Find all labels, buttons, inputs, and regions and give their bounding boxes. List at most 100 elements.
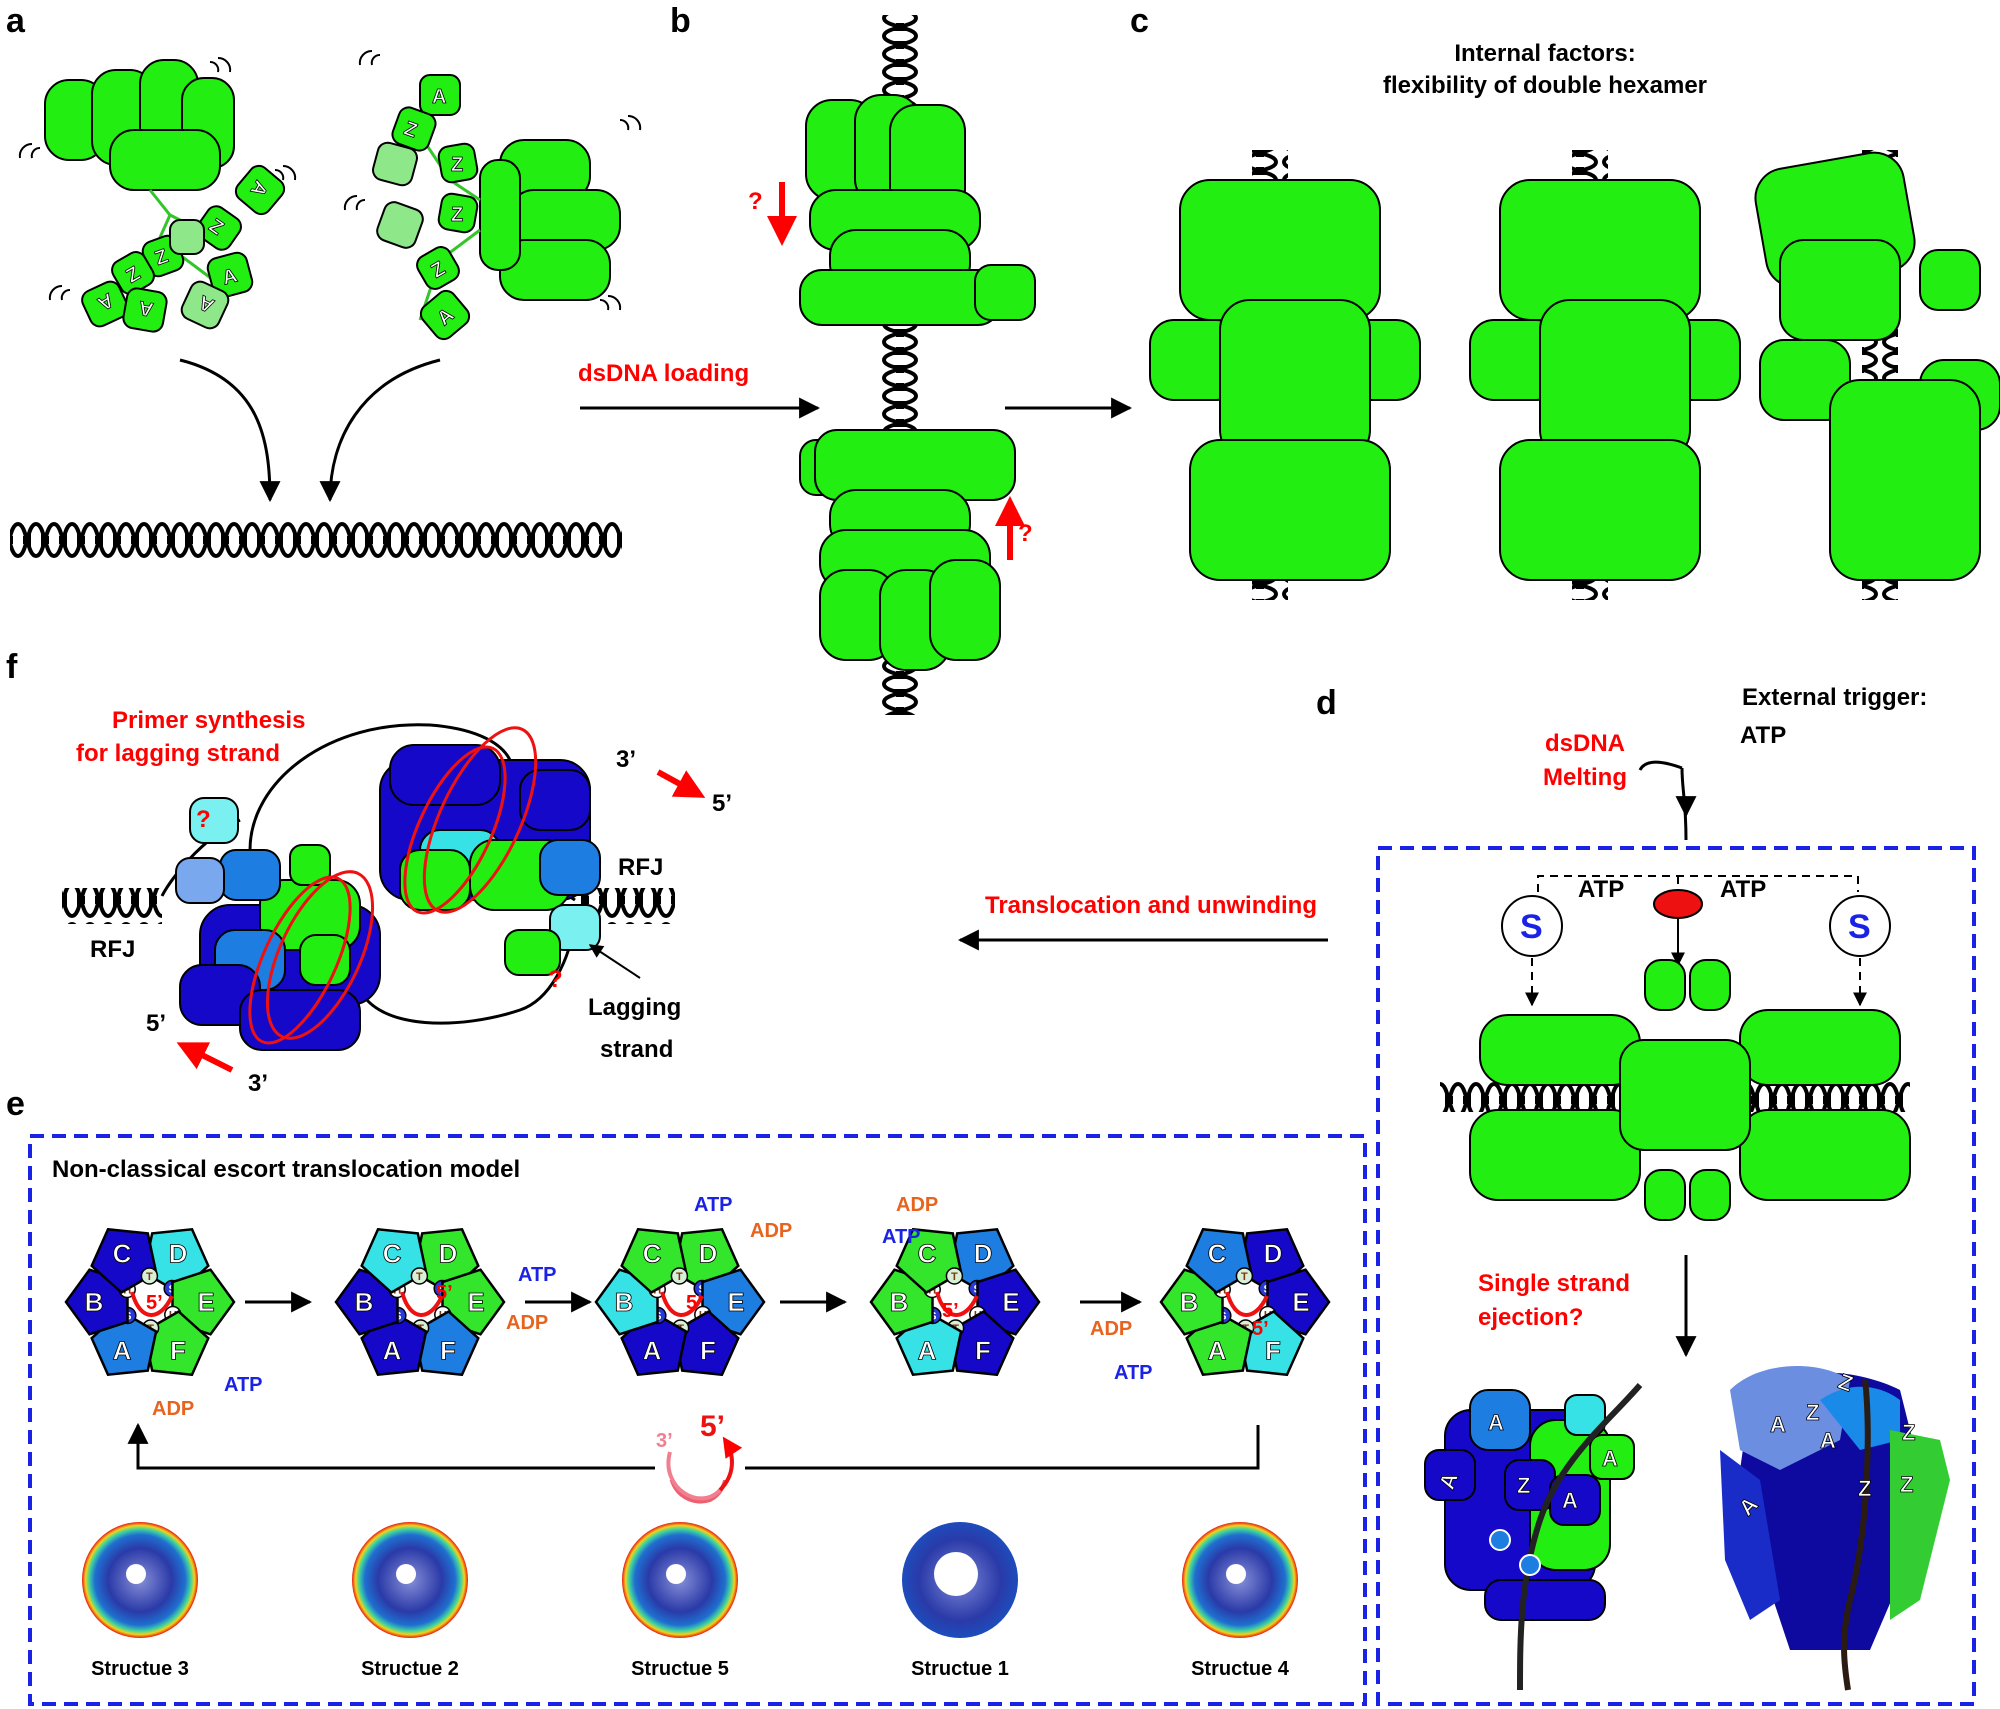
ring-annotation-atp: ATP	[224, 1374, 263, 1396]
subunit-f	[1237, 1309, 1305, 1377]
five-prime-top: 5’	[712, 790, 733, 817]
external-trigger-label: External trigger:	[1742, 684, 1928, 711]
internal-factors-title: Internal factors:	[1454, 40, 1636, 67]
subunit-label: D	[1264, 1239, 1283, 1269]
structure-caption-2: Structue 2	[361, 1658, 459, 1680]
ring-annotation-adp: ADP	[152, 1398, 195, 1420]
three-prime-top: 3’	[616, 746, 637, 773]
question-mark-f-left: ?	[196, 806, 211, 833]
subunit-f	[672, 1309, 740, 1377]
site-badge-label: T	[1241, 1271, 1248, 1283]
panel-label-c: c	[1130, 2, 1149, 40]
subunit-a-3: A	[1562, 1488, 1578, 1513]
panel-a-graphics: Z Z Z A A A A A	[10, 49, 642, 558]
dsdna-melting-line1: dsDNA	[1544, 730, 1625, 757]
ring-annotation-five-prime: 5’	[700, 1410, 726, 1443]
subunit-label: F	[1265, 1336, 1281, 1366]
panel-c-graphics	[1149, 150, 2000, 600]
ring-annotation-three-prime: 3’	[656, 1430, 673, 1452]
ring-annotation-five-prime: 5’	[146, 1292, 163, 1314]
site-badge-label: T	[951, 1271, 958, 1283]
subunit-label: E	[1292, 1287, 1309, 1317]
svg-text:A: A	[137, 296, 155, 320]
subunit-label: C	[383, 1239, 402, 1269]
subunit-b	[594, 1268, 659, 1336]
subunit-e	[701, 1268, 766, 1336]
subunit-label: D	[169, 1239, 188, 1269]
hexamer-ring-1: DSEHFTASBHCT	[64, 1227, 236, 1377]
ssdna-strand	[660, 1291, 704, 1317]
question-mark-b-bottom: ?	[1018, 520, 1033, 547]
subunit-b	[869, 1268, 934, 1336]
escort-model-title: Non-classical escort translocation model	[52, 1156, 521, 1183]
subunit-label: C	[1208, 1239, 1227, 1269]
ring-annotation-five-prime: 5’	[436, 1282, 453, 1304]
lagging-strand-line1: Lagging	[588, 994, 682, 1021]
structure-channel	[126, 1564, 146, 1584]
subunit-label: A	[918, 1336, 937, 1366]
subunit-b	[334, 1268, 399, 1336]
subunit-f	[142, 1309, 210, 1377]
subunit-label: E	[1002, 1287, 1019, 1317]
subunit-b	[64, 1268, 129, 1336]
surface-z-3: Z	[1900, 1472, 1913, 1497]
panel-label-f: f	[6, 648, 18, 686]
rfj-label-right: RFJ	[618, 854, 664, 881]
subunit-label: F	[975, 1336, 991, 1366]
panel-label-a: a	[6, 2, 25, 40]
subunit-label: A	[1208, 1336, 1227, 1366]
panel-d-dashed-box	[1376, 846, 1976, 1706]
panel-d-graphics: A A Z A A A Z A Z Z Z Z A	[1376, 760, 1976, 1706]
ring-annotation-adp: ADP	[896, 1194, 939, 1216]
hexamer-ring-3: DSEHFTASBHCT	[594, 1227, 766, 1377]
ring-annotation-atp: ATP	[882, 1226, 921, 1248]
svg-text:A: A	[220, 265, 240, 290]
ssdna-strand	[130, 1291, 174, 1317]
subunit-e	[976, 1268, 1041, 1336]
svg-text:Z: Z	[451, 154, 463, 176]
site-badge	[670, 1267, 689, 1285]
panel-label-b: b	[670, 2, 691, 40]
site-badge	[140, 1267, 159, 1285]
panel-b-graphics	[580, 15, 1133, 715]
ring-annotation-five-prime: 5’	[942, 1300, 959, 1322]
subunit-a-1: A	[1488, 1410, 1504, 1435]
single-strand-ejection-line1: Single strand	[1478, 1270, 1631, 1297]
structure-caption-1: Structue 3	[91, 1658, 189, 1680]
question-mark-f-right: ?	[548, 966, 563, 993]
subunit-label: D	[699, 1239, 718, 1269]
external-trigger-atp: ATP	[1740, 722, 1787, 749]
subunit-label: C	[113, 1239, 132, 1269]
site-badge	[945, 1267, 964, 1285]
ring-annotation-adp: ADP	[506, 1312, 549, 1334]
subunit-label: B	[615, 1287, 634, 1317]
subunit-f	[947, 1309, 1015, 1377]
structure-channel	[934, 1552, 978, 1596]
structure-channel	[1226, 1564, 1246, 1584]
ssdna-strand	[1225, 1291, 1269, 1317]
subunit-b	[1159, 1268, 1224, 1336]
subunit-a-4: A	[1602, 1446, 1618, 1471]
surface-z-1: Z	[1806, 1400, 1819, 1425]
site-badge	[410, 1267, 429, 1285]
subunit-label: F	[440, 1336, 456, 1366]
internal-factors-subtitle: flexibility of double hexamer	[1382, 72, 1708, 99]
site-badge	[1235, 1267, 1254, 1285]
subunit-e	[441, 1268, 506, 1336]
svg-text:Z: Z	[451, 204, 463, 226]
panel-label-d: d	[1316, 684, 1337, 722]
site-badge-label: T	[416, 1271, 423, 1283]
subunit-c	[895, 1227, 963, 1295]
panel-f-graphics	[62, 723, 1328, 1073]
atp-label-left: ATP	[1578, 876, 1625, 903]
three-prime-bottom: 3’	[248, 1070, 269, 1097]
structure-channel	[666, 1564, 686, 1584]
subunit-label: E	[467, 1287, 484, 1317]
ring-annotation-atp: ATP	[694, 1194, 733, 1216]
subunit-label: B	[355, 1287, 374, 1317]
subunit-label: C	[918, 1239, 937, 1269]
subunit-c	[620, 1227, 688, 1295]
five-prime-bottom: 5’	[146, 1010, 167, 1037]
subunit-label: A	[643, 1336, 662, 1366]
